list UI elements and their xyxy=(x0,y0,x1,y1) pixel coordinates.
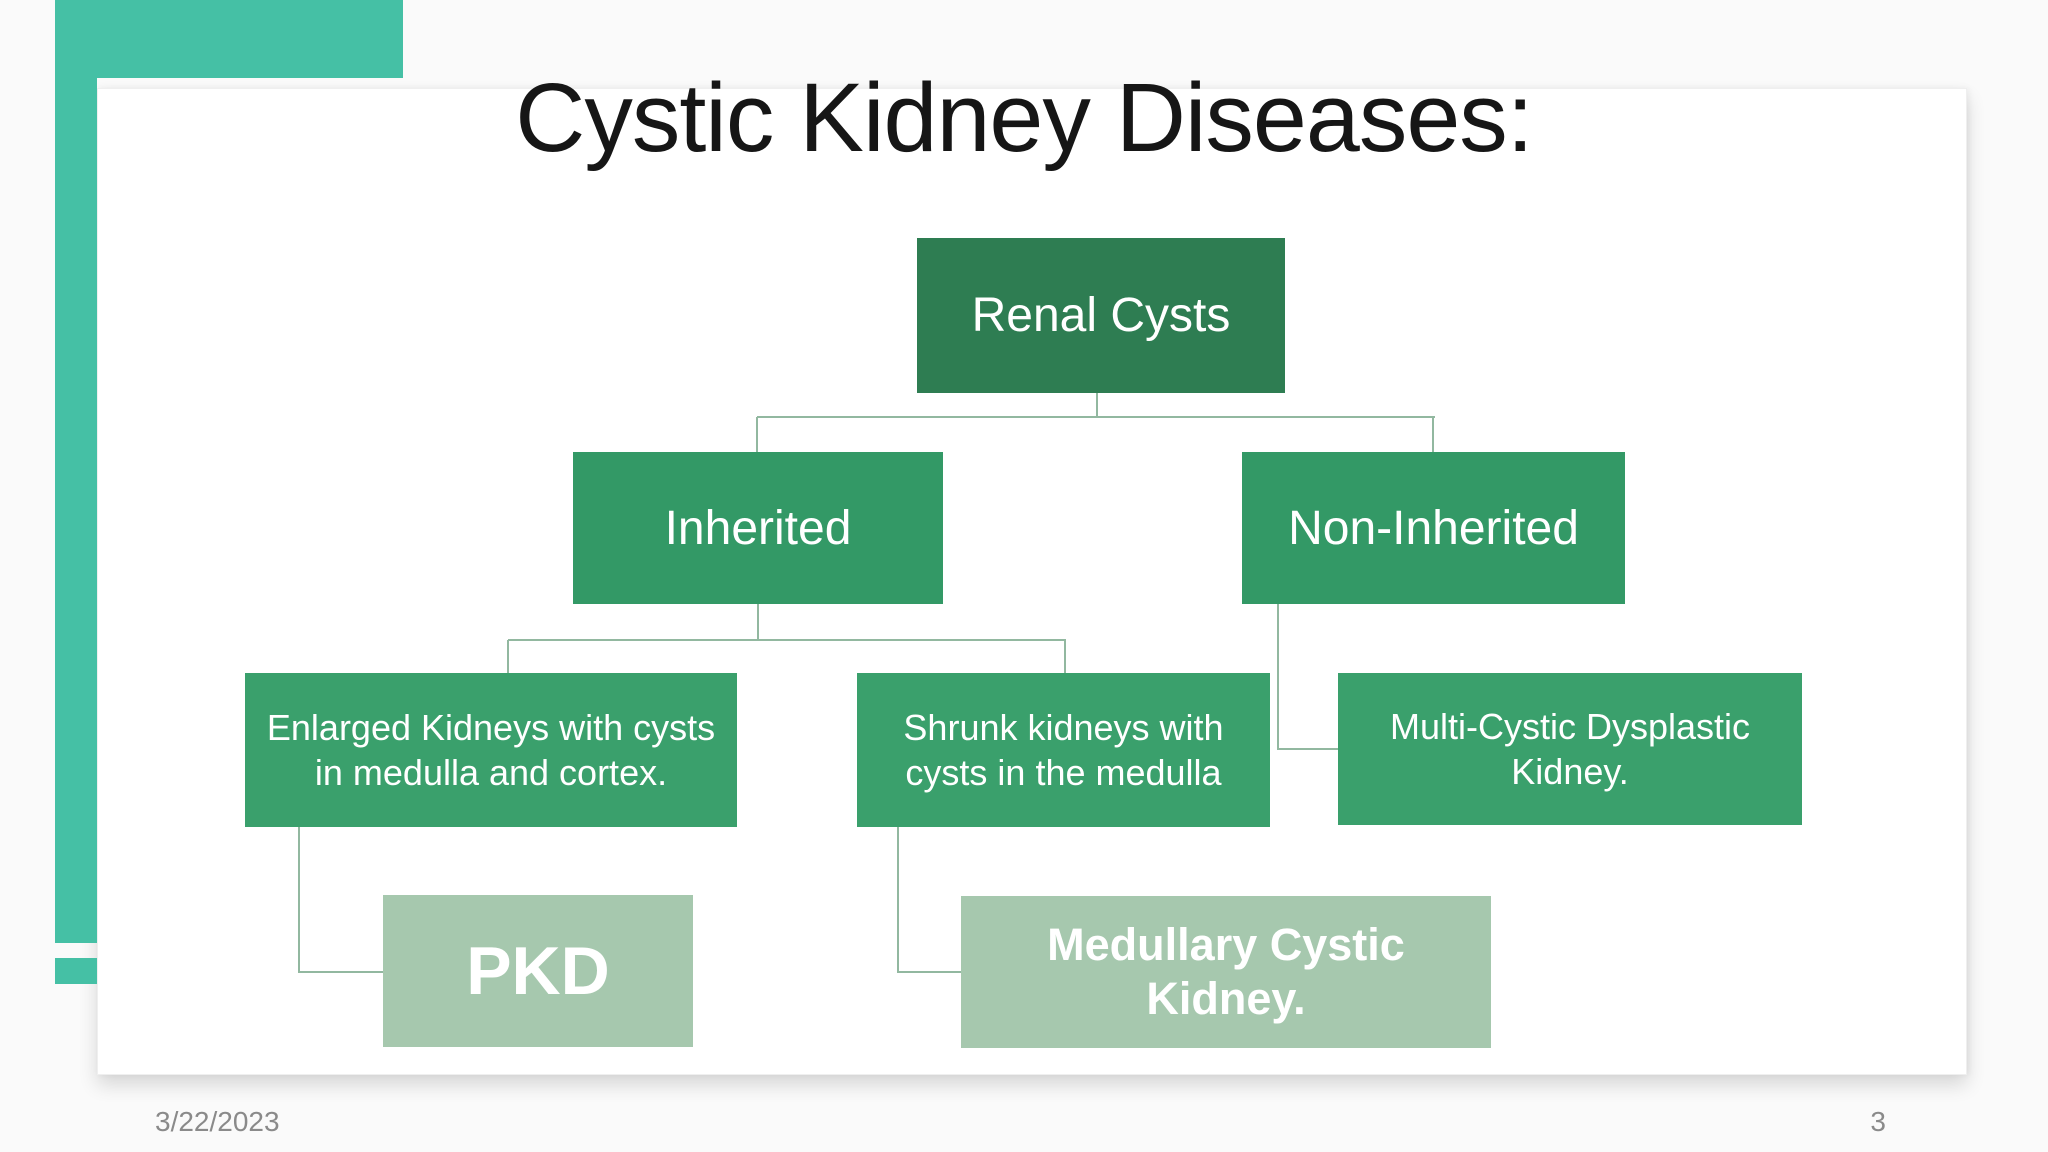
connector-renal-down xyxy=(1096,392,1098,417)
node-multi-cystic-dysplastic: Multi-Cystic Dysplastic Kidney. xyxy=(1338,673,1802,825)
node-medullary-cystic-label: Medullary Cystic Kidney. xyxy=(1047,919,1405,1024)
connector-noninherited-down xyxy=(1277,603,1279,749)
accent-bar-vertical-segment xyxy=(55,958,97,984)
node-non-inherited-label: Non-Inherited xyxy=(1288,501,1579,555)
connector-level2-horizontal xyxy=(757,416,1435,418)
accent-bar-vertical xyxy=(55,0,97,943)
connector-inherited-down xyxy=(757,603,759,640)
node-pkd: PKD xyxy=(383,895,693,1047)
node-shrunk-kidneys: Shrunk kidneys with cysts in the medulla xyxy=(857,673,1270,827)
connector-medullary-elbow xyxy=(897,971,962,973)
node-inherited: Inherited xyxy=(573,452,943,604)
node-multi-cystic-dysplastic-label: Multi-Cystic Dysplastic Kidney. xyxy=(1389,706,1751,792)
node-renal-cysts: Renal Cysts xyxy=(917,238,1285,393)
accent-bar-top xyxy=(55,0,403,78)
node-inherited-label: Inherited xyxy=(664,501,852,555)
connector-shrunk-up xyxy=(1064,640,1066,674)
node-shrunk-kidneys-label: Shrunk kidneys with cysts in the medulla xyxy=(903,707,1224,793)
connector-noninherited-up xyxy=(1432,417,1434,453)
connector-inherited-up xyxy=(756,417,758,453)
node-medullary-cystic: Medullary Cystic Kidney. xyxy=(961,896,1491,1048)
slide-date: 3/22/2023 xyxy=(155,1106,280,1137)
node-enlarged-kidneys: Enlarged Kidneys with cysts in medulla a… xyxy=(245,673,737,827)
connector-shrunk-down xyxy=(897,827,899,972)
connector-enlarged-up xyxy=(507,640,509,674)
slide-page-number: 3 xyxy=(1870,1106,1886,1137)
connector-multicystic-elbow xyxy=(1277,748,1339,750)
connector-level3-horizontal xyxy=(508,639,1066,641)
page-title: Cystic Kidney Diseases: xyxy=(515,63,1533,172)
node-pkd-label: PKD xyxy=(466,933,610,1009)
node-non-inherited: Non-Inherited xyxy=(1242,452,1625,604)
connector-enlarged-down xyxy=(298,827,300,972)
node-enlarged-kidneys-label: Enlarged Kidneys with cysts in medulla a… xyxy=(266,707,716,793)
connector-pkd-elbow xyxy=(298,971,384,973)
node-renal-cysts-label: Renal Cysts xyxy=(971,289,1231,342)
